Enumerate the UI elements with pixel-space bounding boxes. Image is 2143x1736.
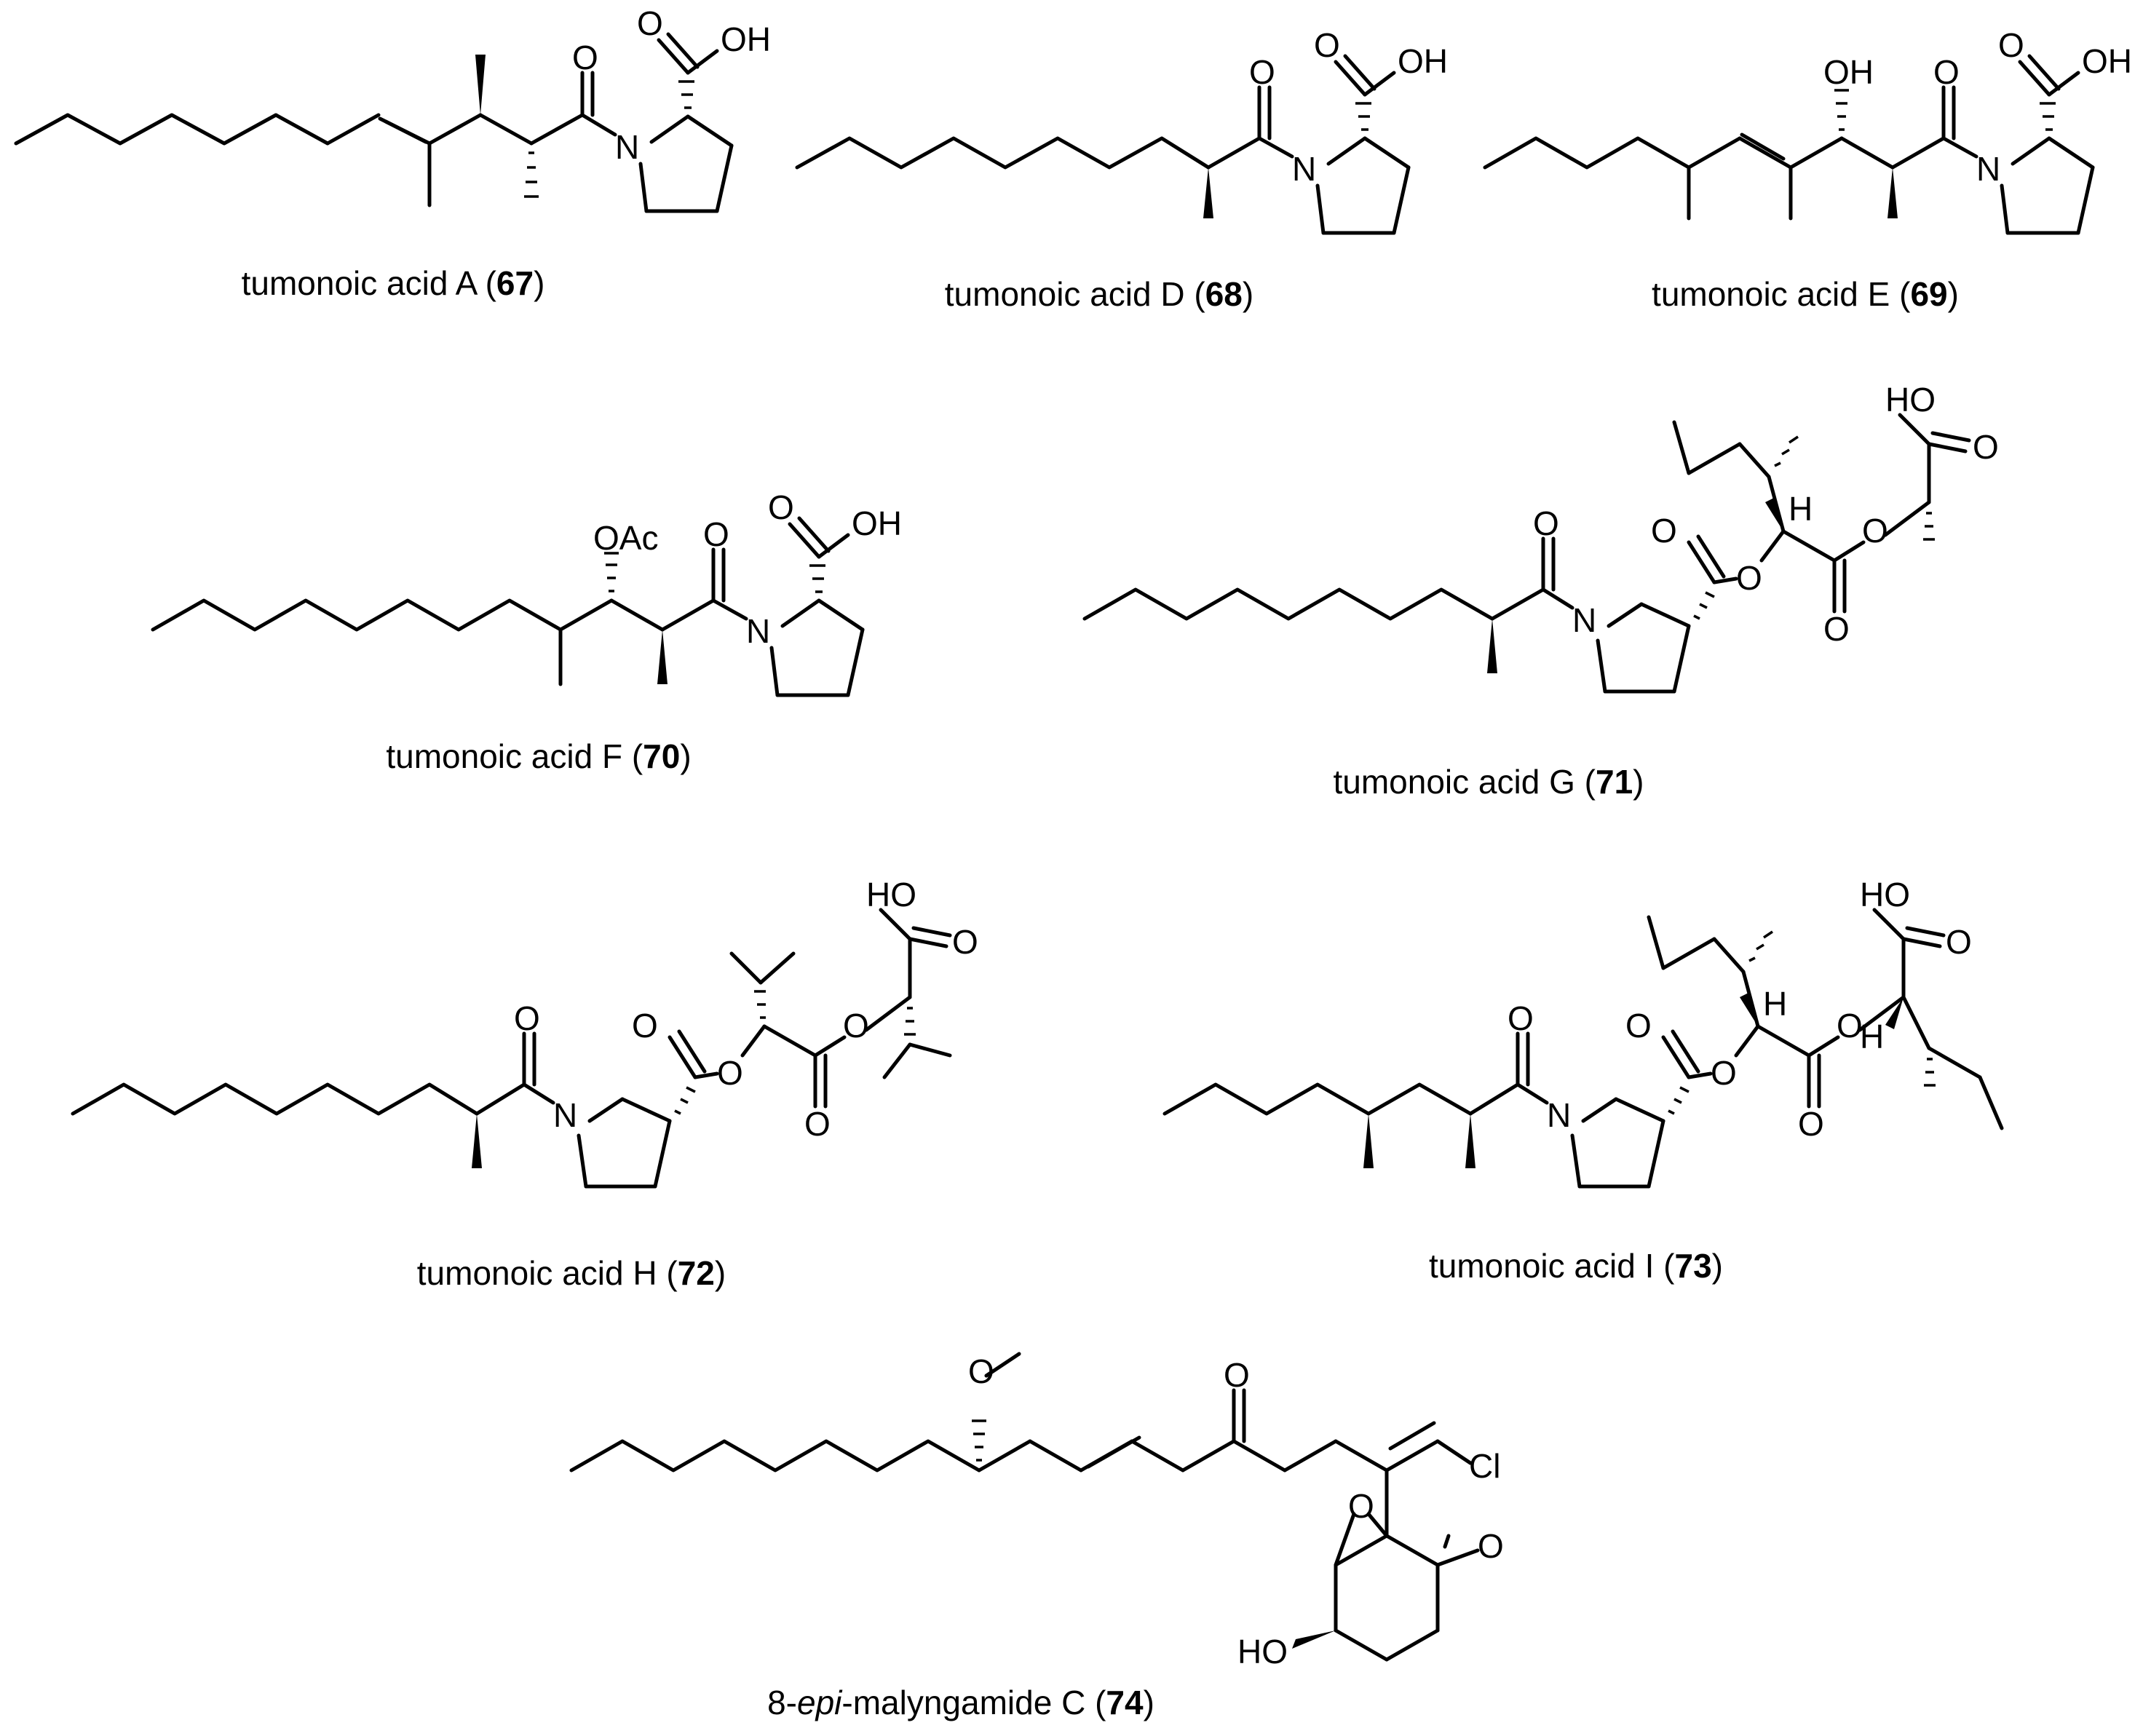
molecule-73: N O O O H O O HO O H — [1162, 876, 2004, 1189]
atom-o: O — [703, 515, 729, 553]
molecule-71: N O O O H O O HO O — [1082, 381, 1999, 694]
atom-o: O — [1478, 1527, 1504, 1565]
atom-n: N — [1572, 601, 1596, 639]
hash-73-pro — [1668, 1086, 1690, 1115]
hash-70-oac — [604, 552, 619, 592]
hash-72-val1 — [754, 990, 766, 1019]
molecule-72: N O O O O O HO O — [71, 876, 978, 1189]
atom-ho: HO — [1860, 876, 1910, 913]
atom-o: O — [1711, 1054, 1737, 1092]
atom-o: O — [1823, 610, 1850, 648]
atom-o: O — [1946, 923, 1972, 961]
atom-ho: HO — [1885, 381, 1936, 419]
atom-ho: HO — [1237, 1633, 1288, 1670]
atom-o: O — [804, 1105, 831, 1143]
molecule-70: OAc N O O OH — [151, 488, 902, 697]
atom-n: N — [553, 1096, 577, 1134]
hash-71-pro — [1693, 591, 1715, 620]
hash-71-lac — [1923, 512, 1935, 541]
caption-74: 8-epi-malyngamide C (74) — [767, 1684, 1154, 1721]
atom-h: H — [1789, 490, 1813, 528]
hash-72-pro — [674, 1086, 696, 1115]
atom-cl: Cl — [1469, 1447, 1500, 1485]
hash-68 — [1355, 102, 1371, 131]
hash-69-oh — [1834, 89, 1849, 131]
molecule-68: N O O OH — [795, 26, 1448, 235]
atom-o: O — [768, 488, 794, 526]
hash-67-1 — [524, 151, 539, 198]
atom-o: O — [1625, 1007, 1652, 1045]
caption-71: tumonoic acid G (71) — [1334, 763, 1644, 801]
atom-o: O — [1998, 26, 2024, 64]
atom-oh: OH — [852, 504, 902, 542]
atom-oh: OH — [721, 20, 771, 58]
atom-o: O — [1508, 999, 1534, 1037]
atom-o: O — [1837, 1007, 1863, 1045]
atom-o: O — [514, 999, 540, 1037]
atom-oh: OH — [1823, 53, 1874, 91]
atom-o: O — [1862, 512, 1888, 550]
caption-69: tumonoic acid E (69) — [1652, 275, 1959, 313]
hash-71-ile — [1774, 435, 1799, 467]
atom-o: O — [952, 923, 978, 961]
caption-73: tumonoic acid I (73) — [1429, 1247, 1723, 1285]
atom-n: N — [746, 612, 770, 650]
atom-oh: OH — [1398, 42, 1448, 80]
hash-72-val2 — [904, 1007, 916, 1036]
atom-o: O — [1798, 1105, 1824, 1143]
molecule-74: O O Cl O O HO — [569, 1352, 1504, 1670]
atom-o: O — [1933, 53, 1960, 91]
hash-67-2 — [678, 80, 694, 109]
atom-o: O — [1533, 504, 1559, 542]
atom-oac: OAc — [593, 519, 658, 557]
atom-n: N — [1976, 150, 2000, 188]
atom-o: O — [1249, 53, 1275, 91]
atom-oh: OH — [2082, 42, 2132, 80]
atom-o: O — [1314, 26, 1340, 64]
hash-73-ile2 — [1924, 1058, 1936, 1087]
molecule-69: OH N O O OH — [1483, 26, 2132, 235]
atom-o: O — [1736, 559, 1762, 597]
atom-o: O — [717, 1054, 743, 1092]
atom-o: O — [1651, 512, 1677, 550]
caption-67: tumonoic acid A (67) — [242, 264, 545, 302]
caption-72: tumonoic acid H (72) — [417, 1254, 726, 1292]
caption-68: tumonoic acid D (68) — [945, 275, 1253, 313]
atom-o: O — [637, 4, 663, 42]
atom-h: H — [1763, 985, 1787, 1023]
atom-n: N — [615, 128, 639, 166]
atom-n: N — [1292, 150, 1316, 188]
atom-o: O — [572, 39, 598, 76]
hash-69 — [2040, 102, 2056, 131]
hash-73-ile1 — [1748, 930, 1773, 962]
atom-o: O — [843, 1007, 869, 1045]
atom-o: O — [632, 1007, 658, 1045]
atom-o: O — [968, 1352, 994, 1390]
caption-70: tumonoic acid F (70) — [386, 737, 691, 775]
atom-o: O — [1973, 428, 1999, 466]
atom-h: H — [1860, 1018, 1884, 1055]
atom-n: N — [1547, 1096, 1571, 1134]
hash-74-ome — [972, 1419, 986, 1462]
atom-ho: HO — [866, 876, 916, 913]
hash-70 — [809, 564, 825, 593]
molecule-67: N O O OH — [14, 4, 771, 213]
atom-o: O — [1224, 1356, 1250, 1394]
atom-o: O — [1348, 1487, 1374, 1525]
